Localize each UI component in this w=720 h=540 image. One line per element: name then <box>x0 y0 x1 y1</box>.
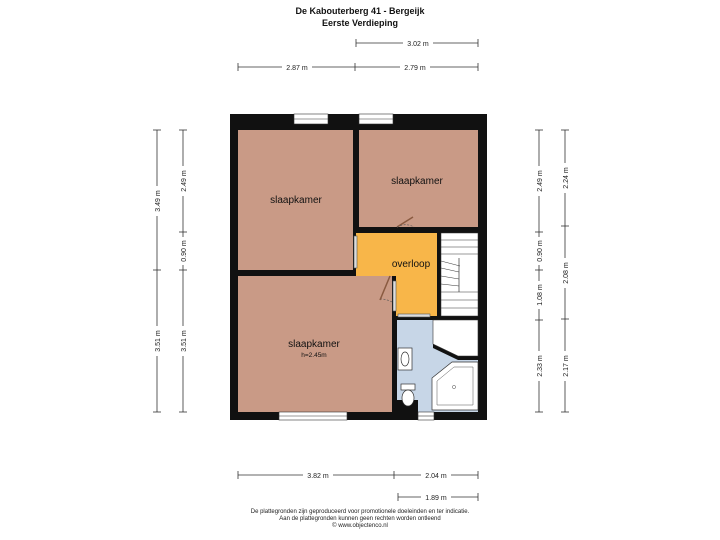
dim-right-inner-top: 2.49 m <box>537 170 544 192</box>
dim-right-inner-mid1: 0.90 m <box>537 240 544 262</box>
corner-bath-inner <box>436 366 474 406</box>
dim-bottom-right: 2.04 m <box>425 473 447 480</box>
dim-right-outer-bottom: 2.17 m <box>563 355 570 377</box>
dim-bottom-lower: 1.89 m <box>425 495 447 502</box>
dim-right-inner-bottom: 2.33 m <box>537 355 544 377</box>
dim-left-inner-top: 2.49 m <box>181 170 188 192</box>
label-bedroom-top-right: slaapkamer <box>391 176 443 187</box>
dim-left-outer-bottom: 3.51 m <box>155 330 162 352</box>
dimension-labels: 3.02 m 2.87 m 2.79 m 3.49 m 3.51 m 2.49 … <box>152 38 570 502</box>
footer-disclaimer-1: De plattegronden zijn geproduceerd voor … <box>250 509 470 515</box>
toilet <box>400 383 416 407</box>
label-landing: overloop <box>392 259 431 270</box>
dim-right-outer-top: 2.24 m <box>563 167 570 189</box>
footer-copyright: © www.objectenco.nl <box>332 523 388 529</box>
plan-address: De Kabouterberg 41 - Bergeijk <box>295 6 425 16</box>
room-bedroom-bottom <box>238 276 392 412</box>
dim-top-left: 2.87 m <box>286 65 308 72</box>
dim-top-overall: 3.02 m <box>407 41 429 48</box>
bath-drain <box>452 385 456 389</box>
dim-left-outer-top: 3.49 m <box>155 190 162 212</box>
footer-disclaimer-2: Aan de plattegronden kunnen geen rechten… <box>279 516 441 522</box>
dim-left-inner-bottom: 3.51 m <box>181 330 188 352</box>
windows <box>278 113 435 421</box>
staircase <box>440 232 479 317</box>
room-bedroom-top-left <box>238 130 353 270</box>
corner-bath <box>431 361 479 411</box>
room-landing <box>356 233 437 316</box>
label-bedroom-bottom: slaapkamer <box>288 339 340 350</box>
doors <box>353 216 431 318</box>
shower-area <box>432 319 479 357</box>
dim-right-inner-mid2: 1.08 m <box>537 284 544 306</box>
dim-bottom-left: 3.82 m <box>307 473 329 480</box>
dim-top-right: 2.79 m <box>404 65 426 72</box>
label-bedroom-top-left: slaapkamer <box>270 195 322 206</box>
sink <box>397 347 413 371</box>
label-bedroom-bottom-height: h=2.45m <box>301 352 326 359</box>
dim-right-outer-mid: 2.08 m <box>563 262 570 284</box>
room-bedroom-top-right <box>359 130 478 227</box>
plan-floor-name: Eerste Verdieping <box>321 18 399 28</box>
dim-left-inner-mid: 0.90 m <box>181 240 188 262</box>
